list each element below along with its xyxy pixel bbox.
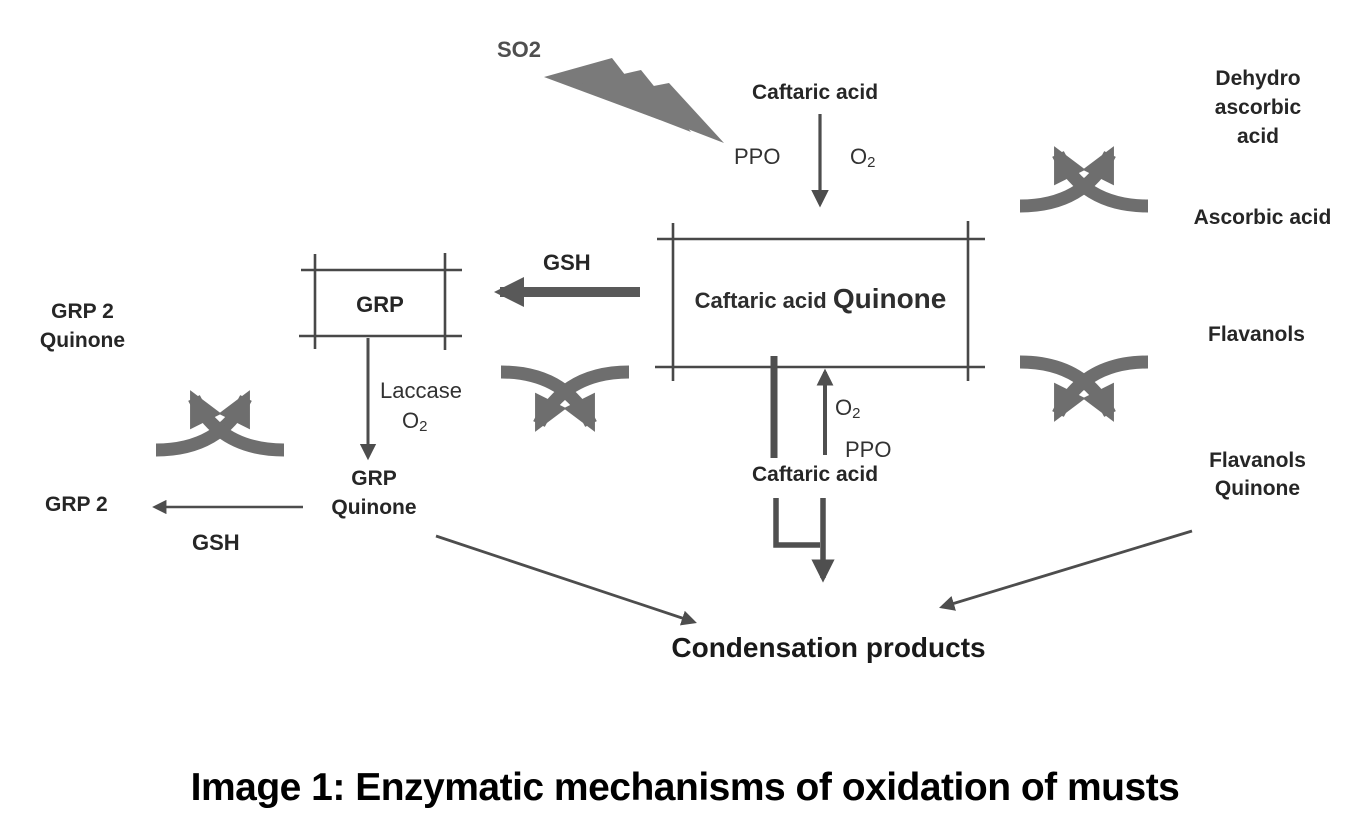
flavanols-label: Flavanols <box>1208 323 1305 346</box>
grp-quinone-to-condensation-arrow <box>435 534 697 626</box>
grp2-label: GRP 2 <box>45 493 108 516</box>
gsh-top-label: GSH <box>543 250 591 275</box>
grp-box-label: GRP <box>356 292 404 317</box>
ppo-center-label: PPO <box>845 437 892 462</box>
dehydro-ascorbic-acid-label: Dehydro ascorbic acid <box>1214 67 1302 148</box>
exchange-arrows-center-icon <box>500 365 630 432</box>
ppo-top-label: PPO <box>734 144 781 169</box>
exchange-arrows-ascorbic-icon <box>1019 146 1149 213</box>
o2-top-label: O2 <box>850 144 876 172</box>
flavanols-quinone-label: Flavanols Quinone <box>1209 449 1306 500</box>
gsh-bottom-label: GSH <box>192 530 240 555</box>
lightning-bolt-icon <box>544 58 724 143</box>
ascorbic-acid-label: Ascorbic acid <box>1193 206 1332 229</box>
caftaric-quinone-box <box>655 221 985 381</box>
grp2-quinone-label: GRP 2 Quinone <box>39 300 126 352</box>
grp-quinone-label: GRP Quinone <box>331 467 417 519</box>
caftaric-quinone-box-label: Caftaric acid Quinone <box>694 283 947 314</box>
grp-box <box>299 253 462 350</box>
exchange-arrows-flavanols-icon <box>1019 355 1149 422</box>
caftaric-acid-center-label: Caftaric acid <box>751 463 879 486</box>
flavanols-to-condensation-arrow <box>939 529 1193 611</box>
o2-laccase-label: O2 <box>402 408 428 436</box>
merge-elbow-line <box>773 498 820 548</box>
diagram-graphics <box>152 58 1193 626</box>
caftaric-acid-top-label: Caftaric acid <box>751 81 879 104</box>
condensation-products-label: Condensation products <box>671 632 986 663</box>
image-caption: Image 1: Enzymatic mechanisms of oxidati… <box>190 766 1180 809</box>
exchange-arrows-grp2-icon <box>155 390 285 457</box>
so2-label: SO2 <box>497 37 542 62</box>
o2-center-label: O2 <box>835 395 861 423</box>
laccase-label: Laccase <box>380 378 462 403</box>
